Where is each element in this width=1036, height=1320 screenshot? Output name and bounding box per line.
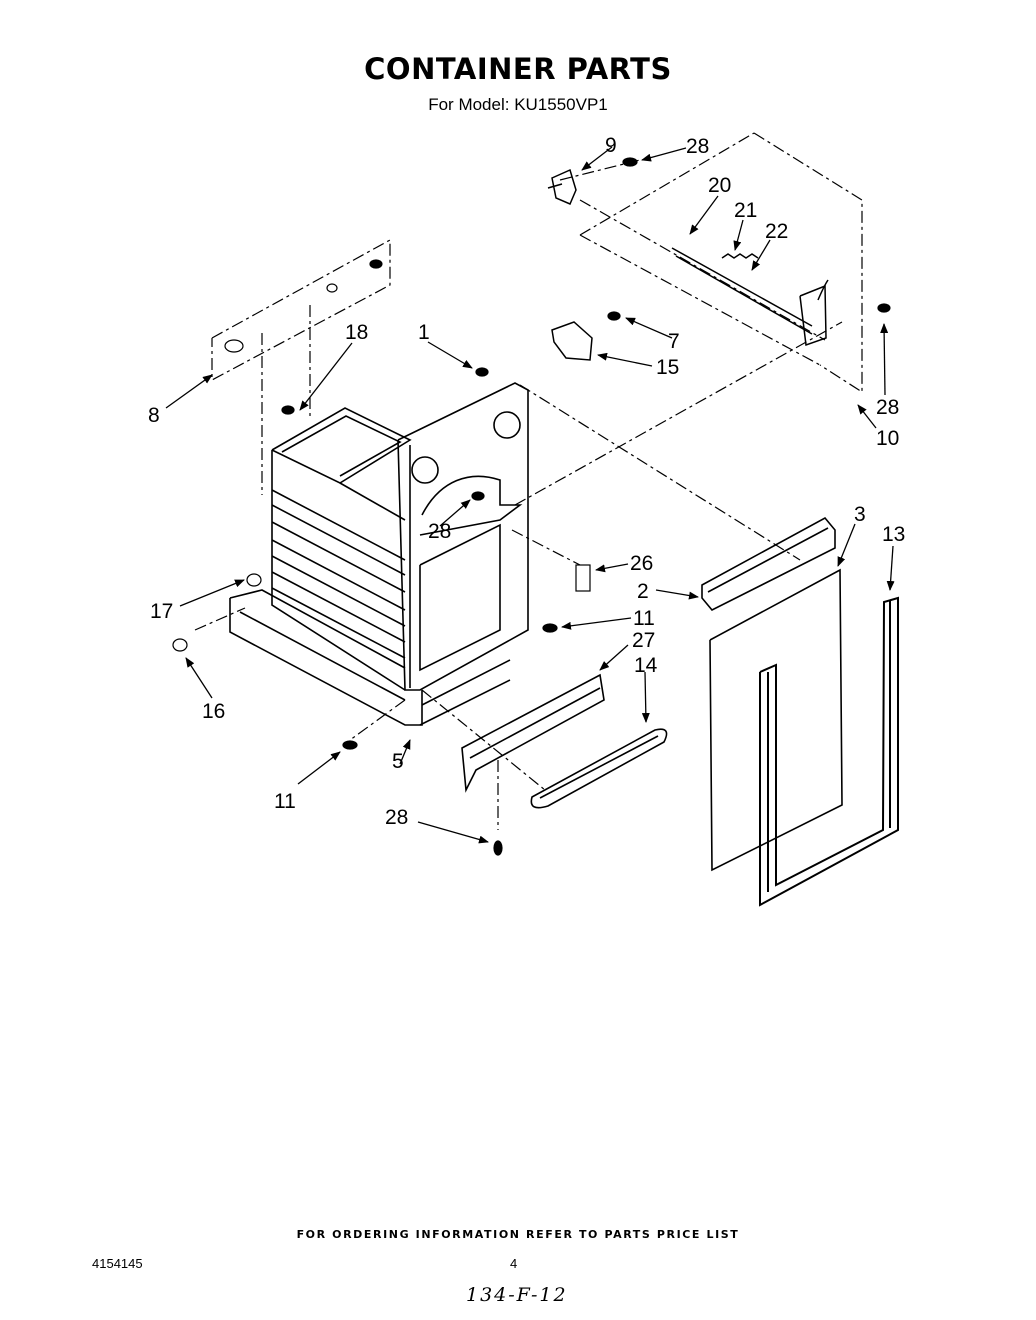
page-title: CONTAINER PARTS [364,52,672,86]
callout-27: 27 [632,629,655,652]
latch-bracket [551,321,593,361]
callout-11: 11 [274,790,296,813]
callout-3: 3 [854,503,866,526]
screw-18 [281,405,295,415]
screw-28-bottom [493,840,503,856]
callout-14: 14 [634,654,658,677]
hinge-bracket-assembly [547,168,829,347]
kick-plate [461,673,605,793]
handwritten-code: 134-F-12 [466,1284,568,1306]
callout-7: 7 [668,330,680,353]
page-number: 4 [510,1256,518,1271]
callout-22: 22 [765,220,788,243]
callout-2: 2 [637,580,649,603]
leader-arrows [165,146,895,844]
callout-9: 9 [605,134,617,157]
screw-28-right [877,303,891,313]
callout-17: 17 [150,600,173,623]
screw-1 [475,367,489,377]
callout-13: 13 [882,523,905,546]
callout-8: 8 [148,404,160,427]
callout-18: 18 [345,321,368,344]
screw-28-center [471,491,485,501]
callout-28: 28 [686,135,709,158]
container-body [229,382,529,726]
callout-15: 15 [656,356,679,379]
screw-11-right [542,623,558,633]
door-panel [709,568,843,872]
document-number: 4154145 [92,1256,143,1271]
clip-26 [575,564,591,592]
screw-8-cap [224,339,244,353]
screw-16 [172,638,188,652]
callout-26: 26 [630,552,653,575]
ordering-info-note: FOR ORDERING INFORMATION REFER TO PARTS … [296,1228,740,1241]
toe-grille [530,728,668,809]
screw-top-bracket [369,259,383,269]
screw-7 [607,311,621,321]
callout-28: 28 [876,396,899,419]
callout-16: 16 [202,700,225,723]
screw-11-left [342,740,358,750]
callout-21: 21 [734,199,757,222]
top-trim-strip [701,516,836,612]
callout-11: 11 [633,607,655,630]
door-gasket-frame [759,596,899,907]
model-subtitle: For Model: KU1550VP1 [428,95,608,114]
washer-top-bracket [326,283,338,293]
callout-20: 20 [708,174,731,197]
callout-1: 1 [418,321,430,344]
screw-9 [622,157,638,167]
callout-labels: 9 28 20 21 22 18 1 7 15 8 28 10 3 13 28 … [148,134,905,829]
assembly-dashed-lines [194,132,863,830]
callout-28: 28 [385,806,408,829]
callout-5: 5 [392,750,404,773]
callout-28: 28 [428,520,451,543]
screw-17 [246,573,262,587]
callout-10: 10 [876,427,899,450]
screw-fasteners [172,157,891,856]
